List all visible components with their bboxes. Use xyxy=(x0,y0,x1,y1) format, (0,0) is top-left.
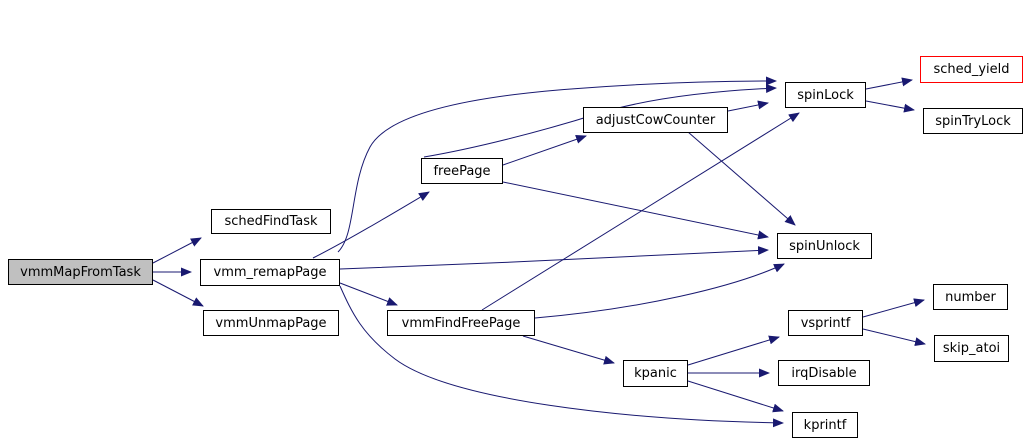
edge-vmm_remapPage-to-vmmFindFreePage xyxy=(339,282,398,306)
edge-vmmMapFromTask-to-vmmUnmapPage xyxy=(152,279,204,307)
node-number[interactable]: number xyxy=(933,284,1008,310)
edge-freePage-to-spinUnlock xyxy=(502,181,769,240)
node-spinTryLock[interactable]: spinTryLock xyxy=(923,108,1023,134)
edge-kpanic-to-vsprintf xyxy=(687,335,780,366)
edge-spinLock-to-sched_yield xyxy=(865,77,913,90)
edge-vmm_remapPage-to-spinUnlock xyxy=(339,246,769,270)
node-kpanic[interactable]: kpanic xyxy=(623,360,688,387)
node-kprintf[interactable]: kprintf xyxy=(792,412,858,438)
node-vmmMapFromTask[interactable]: vmmMapFromTask xyxy=(8,259,153,285)
node-freePage[interactable]: freePage xyxy=(421,158,503,184)
node-vsprintf[interactable]: vsprintf xyxy=(788,310,863,336)
edge-vmmMapFromTask-to-schedFindTask xyxy=(152,237,202,264)
edge-spinLock-to-spinTryLock xyxy=(865,100,915,113)
node-schedFindTask[interactable]: schedFindTask xyxy=(211,209,331,234)
node-spinUnlock[interactable]: spinUnlock xyxy=(777,233,872,259)
edge-vmm_remapPage-to-kprintf xyxy=(339,285,784,428)
node-vmm_remapPage[interactable]: vmm_remapPage xyxy=(200,259,340,286)
edge-freePage-to-adjustCowCounter xyxy=(502,135,587,166)
edge-vmmFindFreePage-to-spinLock xyxy=(481,112,800,311)
edge-vsprintf-to-number xyxy=(862,298,925,318)
node-vmmFindFreePage[interactable]: vmmFindFreePage xyxy=(387,310,535,336)
edge-adjustCowCounter-to-spinUnlock xyxy=(687,131,796,226)
edge-adjustCowCounter-to-spinLock xyxy=(727,100,769,112)
node-sched_yield[interactable]: sched_yield xyxy=(920,56,1023,83)
node-adjustCowCounter[interactable]: adjustCowCounter xyxy=(583,107,728,133)
edge-kpanic-to-kprintf xyxy=(687,380,784,413)
edge-vmmFindFreePage-to-kpanic xyxy=(522,335,615,365)
node-vmmUnmapPage[interactable]: vmmUnmapPage xyxy=(203,310,339,336)
edge-vsprintf-to-skip_atoi xyxy=(862,328,926,347)
node-spinLock[interactable]: spinLock xyxy=(785,82,866,108)
node-irqDisable[interactable]: irqDisable xyxy=(778,360,870,386)
node-skip_atoi[interactable]: skip_atoi xyxy=(934,335,1009,362)
edge-vmmFindFreePage-to-spinUnlock xyxy=(534,263,785,319)
